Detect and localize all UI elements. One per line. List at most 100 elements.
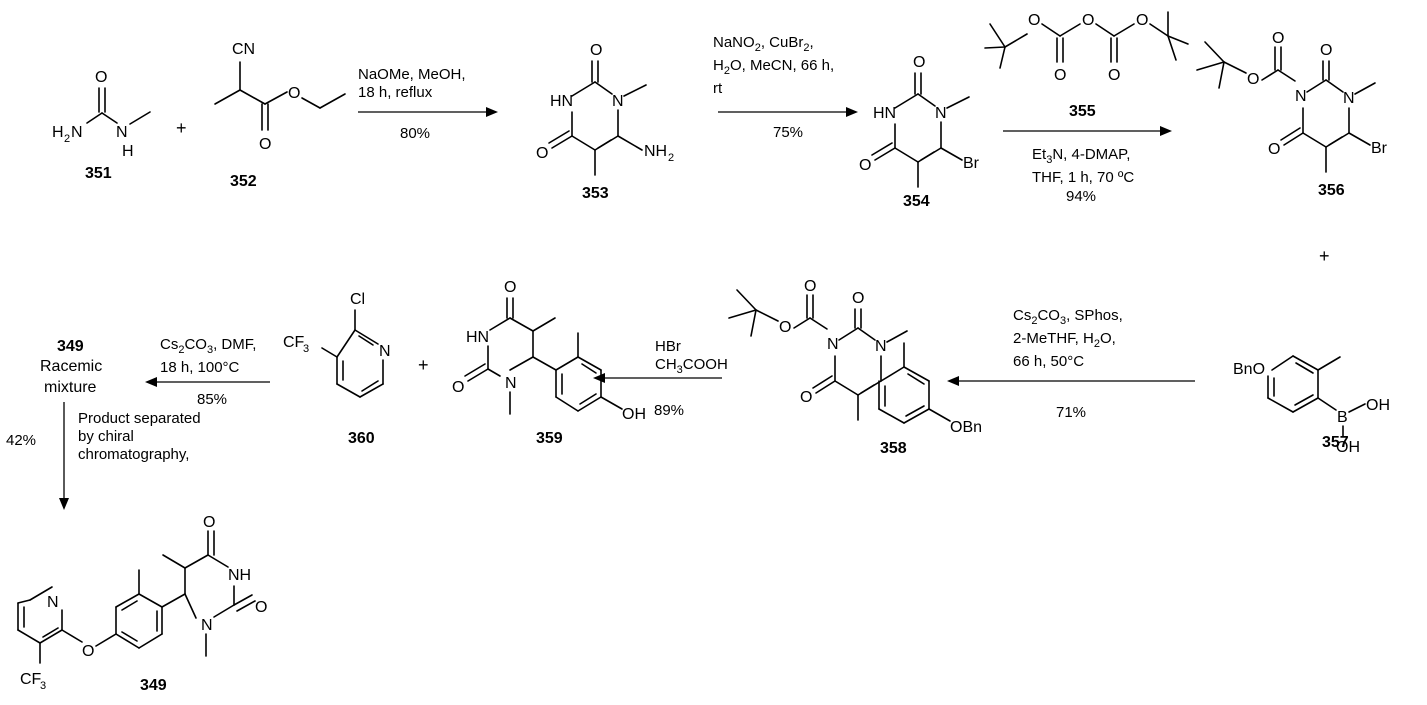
label-357: 357 bbox=[1322, 434, 1349, 451]
svg-text:CN: CN bbox=[232, 41, 255, 58]
svg-text:NH: NH bbox=[644, 143, 667, 160]
svg-text:O: O bbox=[1268, 141, 1280, 158]
reaction-arrow-6 bbox=[145, 377, 270, 387]
svg-text:N: N bbox=[612, 93, 624, 110]
structure-356: O O N O N Br O bbox=[1196, 30, 1388, 173]
structure-359: O HN N O OH bbox=[452, 279, 646, 423]
svg-text:CF: CF bbox=[20, 671, 42, 688]
reaction-arrow-5 bbox=[593, 373, 722, 383]
reaction-arrow-4 bbox=[947, 376, 1195, 386]
yield-step-6: 85% bbox=[197, 391, 228, 408]
svg-text:OH: OH bbox=[622, 406, 646, 423]
label-358: 358 bbox=[880, 440, 907, 457]
svg-text:HN: HN bbox=[466, 329, 489, 346]
svg-text:O: O bbox=[452, 379, 464, 396]
svg-text:O: O bbox=[1320, 42, 1332, 59]
label-355: 355 bbox=[1069, 103, 1096, 120]
svg-text:O: O bbox=[852, 290, 864, 307]
svg-text:O: O bbox=[800, 389, 812, 406]
structure-349: N CF 3 O O NH bbox=[17, 514, 267, 692]
svg-text:N: N bbox=[201, 617, 213, 634]
svg-text:O: O bbox=[1136, 12, 1148, 29]
structure-360: Cl N CF 3 bbox=[283, 291, 391, 398]
svg-text:NH: NH bbox=[228, 567, 251, 584]
svg-text:N: N bbox=[875, 338, 887, 355]
structure-358: O O N O N O OBn bbox=[728, 278, 982, 436]
svg-text:OH: OH bbox=[1366, 397, 1390, 414]
label-353: 353 bbox=[582, 185, 609, 202]
label-349-final: 349 bbox=[140, 677, 167, 694]
yield-step-1: 80% bbox=[400, 125, 431, 142]
svg-text:OBn: OBn bbox=[950, 419, 982, 436]
plus-sign: + bbox=[1319, 246, 1330, 266]
svg-text:3: 3 bbox=[40, 680, 46, 692]
svg-text:N: N bbox=[505, 375, 517, 392]
svg-text:2: 2 bbox=[668, 152, 674, 164]
svg-text:N: N bbox=[935, 105, 947, 122]
conditions-step-4: Cs2CO3, SPhos, 2-MeTHF, H2O, 66 h, 50°C bbox=[1013, 307, 1123, 370]
conditions-step-1: NaOMe, MeOH, 18 h, reflux bbox=[358, 66, 466, 101]
yield-step-2: 75% bbox=[773, 124, 804, 141]
structure-354: O HN N Br O bbox=[859, 54, 980, 188]
svg-text:O: O bbox=[1082, 12, 1094, 29]
yield-step-3: 94% bbox=[1066, 188, 1097, 205]
svg-text:O: O bbox=[1272, 30, 1284, 47]
label-354: 354 bbox=[903, 193, 930, 210]
svg-text:O: O bbox=[590, 42, 602, 59]
reaction-arrow-2 bbox=[718, 107, 858, 117]
racemic-text-2: mixture bbox=[44, 379, 97, 396]
atom-o: O bbox=[95, 69, 107, 86]
yield-step-7: 42% bbox=[6, 432, 37, 449]
reaction-arrow-3 bbox=[1003, 126, 1172, 136]
svg-text:Br: Br bbox=[963, 155, 980, 172]
svg-text:B: B bbox=[1337, 409, 1348, 426]
svg-text:O: O bbox=[259, 136, 271, 153]
svg-text:N: N bbox=[1295, 88, 1307, 105]
label-360: 360 bbox=[348, 430, 375, 447]
svg-text:OH: OH bbox=[1336, 439, 1360, 456]
conditions-step-5: HBr CH3COOH bbox=[655, 338, 728, 376]
svg-text:CF: CF bbox=[283, 334, 305, 351]
svg-text:O: O bbox=[288, 85, 300, 102]
svg-text:HN: HN bbox=[873, 105, 896, 122]
label-351: 351 bbox=[85, 165, 112, 182]
svg-text:O: O bbox=[913, 54, 925, 71]
conditions-step-7: Product separated by chiral chromatograp… bbox=[78, 410, 201, 463]
svg-text:O: O bbox=[203, 514, 215, 531]
svg-text:Cl: Cl bbox=[350, 291, 365, 308]
svg-text:2: 2 bbox=[64, 133, 70, 145]
conditions-step-2: NaNO2, CuBr2, H2O, MeCN, 66 h, rt bbox=[713, 34, 835, 97]
svg-text:HN: HN bbox=[550, 93, 573, 110]
structure-351: O H 2 N N H bbox=[52, 69, 151, 160]
structure-352: CN O O bbox=[214, 41, 346, 153]
svg-text:N: N bbox=[116, 124, 128, 141]
svg-text:H: H bbox=[122, 143, 134, 160]
label-356: 356 bbox=[1318, 182, 1345, 199]
label-352: 352 bbox=[230, 173, 257, 190]
reaction-arrow-7 bbox=[59, 402, 69, 510]
svg-text:O: O bbox=[255, 599, 267, 616]
svg-text:O: O bbox=[779, 319, 791, 336]
conditions-step-6: Cs2CO3, DMF, 18 h, 100°C bbox=[160, 336, 257, 376]
svg-text:Br: Br bbox=[1371, 140, 1388, 157]
svg-text:O: O bbox=[804, 278, 816, 295]
structure-357: BnO B OH OH bbox=[1233, 355, 1390, 456]
svg-text:O: O bbox=[859, 157, 871, 174]
label-349-racemic: 349 bbox=[57, 338, 84, 355]
structure-355: O O O O O bbox=[984, 11, 1189, 84]
plus-sign: + bbox=[176, 118, 187, 138]
plus-sign: + bbox=[418, 355, 429, 375]
yield-step-4: 71% bbox=[1056, 404, 1087, 421]
svg-text:O: O bbox=[504, 279, 516, 296]
svg-text:O: O bbox=[536, 145, 548, 162]
svg-text:O: O bbox=[1054, 67, 1066, 84]
structure-353: O HN N NH 2 O bbox=[536, 42, 674, 176]
svg-text:O: O bbox=[1247, 71, 1259, 88]
label-359: 359 bbox=[536, 430, 563, 447]
svg-text:N: N bbox=[379, 343, 391, 360]
svg-text:N: N bbox=[827, 336, 839, 353]
racemic-text-1: Racemic bbox=[40, 358, 102, 375]
reaction-arrow-1 bbox=[358, 107, 498, 117]
svg-text:N: N bbox=[47, 594, 59, 611]
